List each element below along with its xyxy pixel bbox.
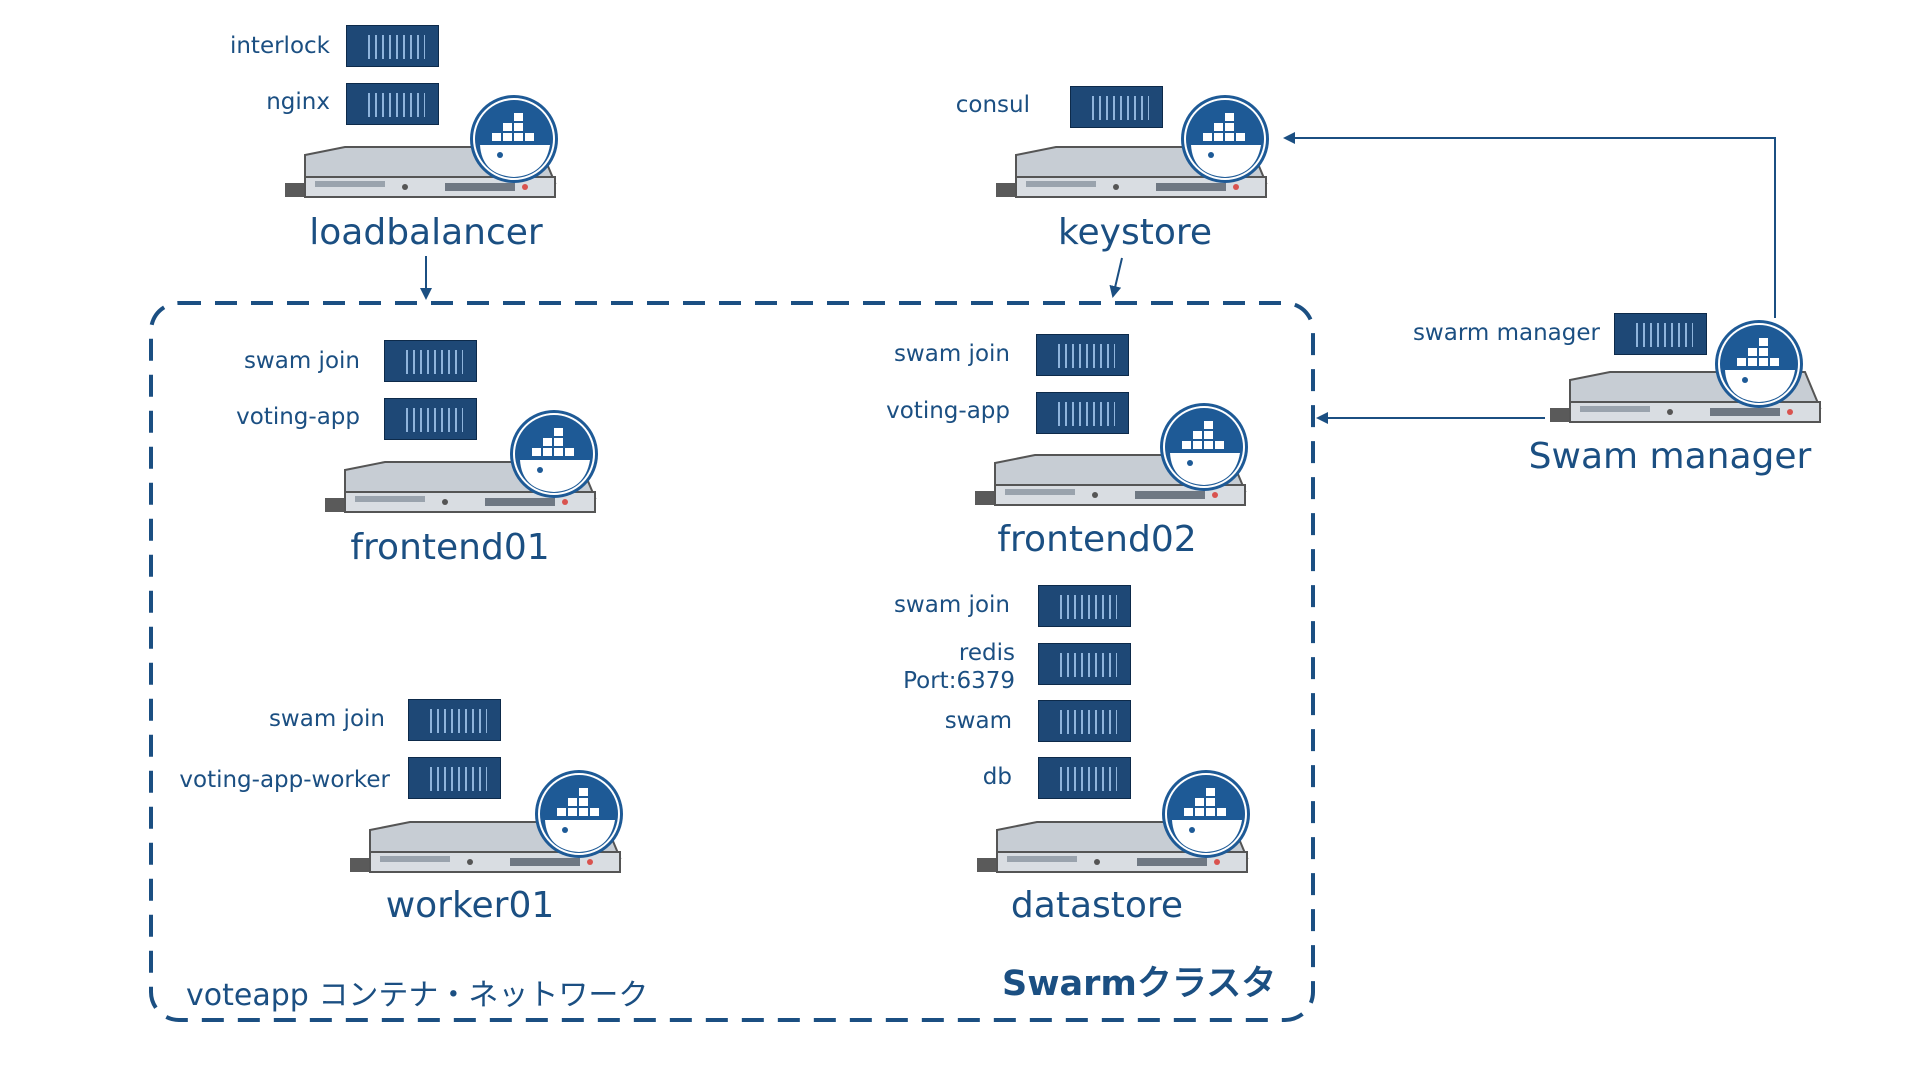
container-label: voting-app xyxy=(236,404,360,430)
container-label: swam join xyxy=(893,341,1010,367)
server-rack-icon xyxy=(325,410,598,513)
container-box-icon xyxy=(1614,313,1707,355)
container-box-icon xyxy=(1036,392,1129,434)
container-box-icon xyxy=(384,398,477,440)
container-label: swam xyxy=(944,708,1012,734)
container-label: swam join xyxy=(268,706,385,732)
container-label: voting-app-worker xyxy=(179,767,390,793)
container-box-icon xyxy=(1036,334,1129,376)
container-label: nginx xyxy=(266,89,330,115)
container-box-icon xyxy=(408,757,501,799)
container-box-icon xyxy=(384,340,477,382)
manager-to-keystore-arrow xyxy=(1283,132,1776,318)
cluster-label: Swarmクラスタ xyxy=(1002,964,1277,1004)
host-name: worker01 xyxy=(385,885,555,926)
server-rack-icon xyxy=(1550,320,1822,423)
server-rack-icon xyxy=(350,770,623,873)
host-name: frontend01 xyxy=(350,527,550,568)
server-rack-icon xyxy=(285,95,558,198)
host-name: Swam manager xyxy=(1528,436,1812,477)
container-label: swarm manager xyxy=(1412,320,1600,346)
network-label: voteapp コンテナ・ネットワーク xyxy=(186,978,649,1013)
host-name: keystore xyxy=(1057,212,1213,253)
container-label: consul xyxy=(955,92,1030,118)
host-name: loadbalancer xyxy=(309,212,543,253)
container-box-icon xyxy=(346,25,439,67)
container-label: swam join xyxy=(893,592,1010,618)
swarm-cluster-boundary xyxy=(149,301,1315,1022)
container-box-icon xyxy=(346,83,439,125)
container-box-icon xyxy=(1070,86,1163,128)
keystore-to-cluster-arrow xyxy=(1109,257,1123,298)
container-label: interlock xyxy=(229,33,330,59)
host-name: datastore xyxy=(1010,885,1184,926)
server-rack-icon xyxy=(975,403,1248,506)
container-box-icon xyxy=(1038,643,1131,685)
server-rack-icon xyxy=(996,95,1269,198)
container-label: redis xyxy=(958,640,1015,666)
container-box-icon xyxy=(408,699,501,741)
container-box-icon xyxy=(1038,585,1131,627)
container-label: db xyxy=(982,764,1012,790)
host-name: frontend02 xyxy=(997,519,1197,560)
container-label: voting-app xyxy=(886,398,1010,424)
container-label: swam join xyxy=(243,348,360,374)
container-label: Port:6379 xyxy=(903,668,1015,694)
container-box-icon xyxy=(1038,757,1131,799)
container-box-icon xyxy=(1038,700,1131,742)
server-rack-icon xyxy=(977,770,1250,873)
